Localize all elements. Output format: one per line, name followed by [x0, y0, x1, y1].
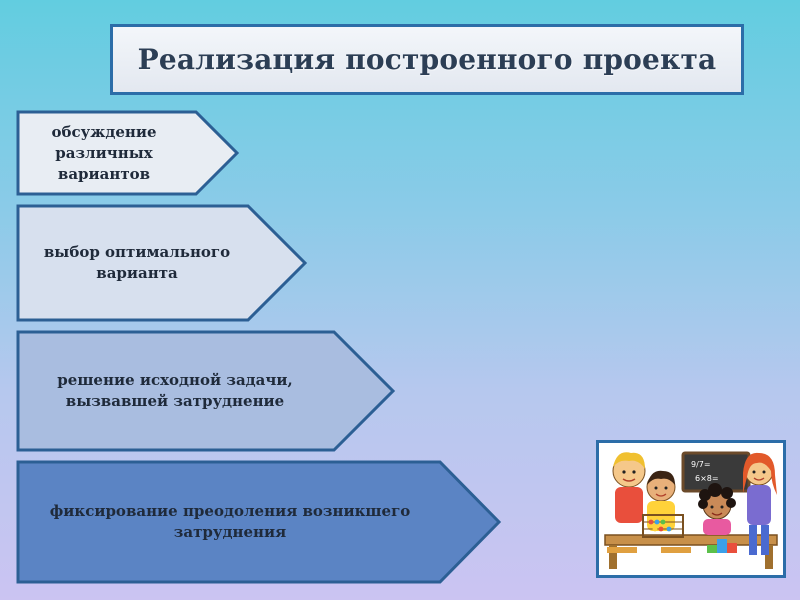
picture-frame: 9/7= 6×8=: [596, 440, 786, 578]
step-3-arrow: решение исходной задачи, вызвавшей затру…: [16, 330, 396, 452]
svg-text:9/7=: 9/7=: [691, 460, 711, 469]
arrow-shape-1: [16, 110, 240, 196]
arrow-shape-2: [16, 204, 308, 322]
page-title: Реализация построенного проекта: [137, 43, 717, 76]
svg-text:6×8=: 6×8=: [695, 474, 719, 483]
step-3-label: решение исходной задачи, вызвавшей затру…: [57, 371, 293, 410]
arrow-shape-4: [16, 460, 502, 584]
step-1-label: обсуждение различных вариантов: [51, 122, 157, 183]
step-1-arrow: обсуждение различных вариантов: [16, 110, 240, 196]
step-2-label: выбор оптимального варианта: [43, 243, 231, 282]
title-box: Реализация построенного проекта: [110, 24, 744, 95]
arrow-shape-3: [16, 330, 396, 452]
step-2-arrow: выбор оптимального варианта: [16, 204, 308, 322]
step-4-label: фиксирование преодоления возникшего затр…: [49, 502, 411, 541]
step-4-arrow: фиксирование преодоления возникшего затр…: [16, 460, 502, 584]
children-math-clipart-icon: 9/7= 6×8=: [604, 451, 778, 569]
